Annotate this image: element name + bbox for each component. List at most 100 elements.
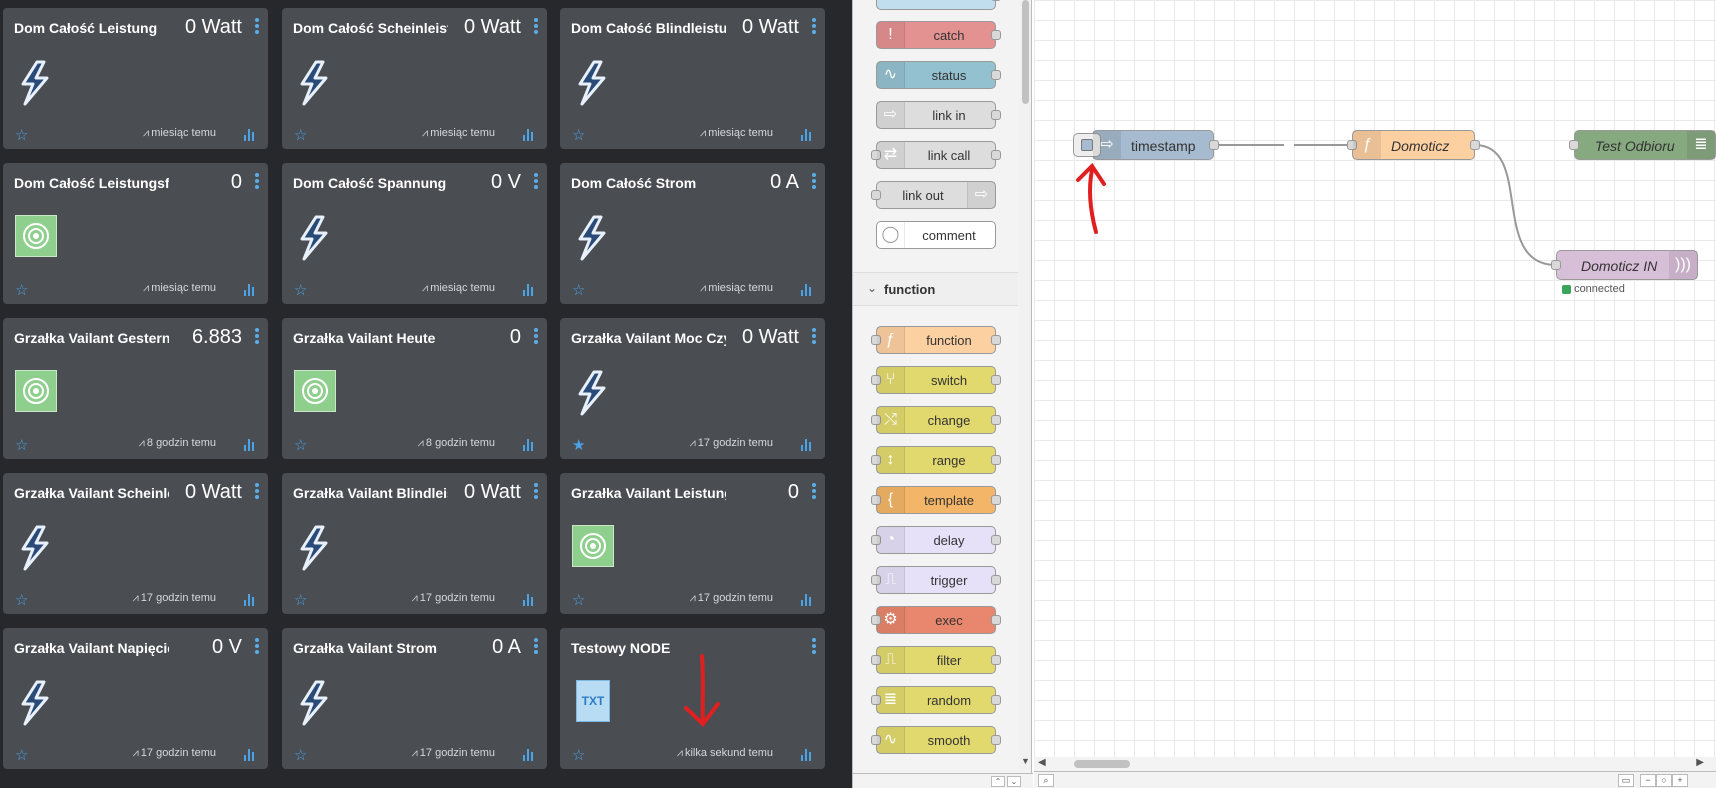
favorite-star-icon[interactable]: ☆ (294, 592, 308, 609)
palette-node-link-out[interactable]: ⇨link out (871, 181, 996, 209)
bar-chart-icon[interactable] (523, 439, 535, 451)
palette-node-template[interactable]: {template (871, 486, 1001, 514)
output-port[interactable] (1209, 140, 1219, 150)
favorite-star-icon[interactable]: ☆ (294, 437, 308, 454)
bar-chart-icon[interactable] (801, 594, 813, 606)
menu-dots-icon[interactable] (253, 483, 261, 501)
menu-dots-icon[interactable] (253, 638, 261, 656)
zoom-out-icon[interactable]: − (1640, 774, 1656, 787)
flow-workspace[interactable]: ⇨ timestamp ƒ Domoticz Test Odbioru ≣ Do… (1034, 0, 1716, 770)
device-tile[interactable]: Grzałka Vailant Blindleistung0 Watt☆⩘17 … (282, 473, 547, 614)
bar-chart-icon[interactable] (244, 749, 256, 761)
collapse-all-icon[interactable]: ⌃ (991, 776, 1005, 787)
device-tile[interactable]: Dom Całość Blindleistung0 Watt☆⩘miesiąc … (560, 8, 825, 149)
workspace-scrollbar-thumb[interactable] (1074, 760, 1130, 768)
bar-chart-icon[interactable] (523, 594, 535, 606)
menu-dots-icon[interactable] (532, 483, 540, 501)
palette-node-comment[interactable]: ◯comment (876, 221, 996, 249)
favorite-star-icon[interactable]: ☆ (294, 282, 308, 299)
menu-dots-icon[interactable] (253, 18, 261, 36)
palette-node-link-in[interactable]: ⇨link in (876, 101, 1001, 129)
menu-dots-icon[interactable] (253, 173, 261, 191)
inject-button[interactable] (1073, 133, 1101, 157)
target-icon[interactable] (15, 215, 61, 261)
workspace-horizontal-scrollbar[interactable]: ◀ ▶ (1034, 757, 1716, 771)
target-icon[interactable] (294, 370, 340, 416)
bar-chart-icon[interactable] (801, 129, 813, 141)
bar-chart-icon[interactable] (244, 129, 256, 141)
target-icon[interactable] (572, 525, 618, 571)
palette-node-range[interactable]: ↕range (871, 446, 1001, 474)
device-tile[interactable]: Dom Całość Leistungsfaktor0☆⩘miesiąc tem… (3, 163, 268, 304)
lightning-bolt-icon[interactable] (15, 525, 61, 571)
palette-node-change[interactable]: ⤭change (871, 406, 1001, 434)
lightning-bolt-icon[interactable] (572, 60, 618, 106)
favorite-star-icon[interactable]: ☆ (15, 592, 29, 609)
device-tile[interactable]: Dom Całość Scheinleistung0 Watt☆⩘miesiąc… (282, 8, 547, 149)
favorite-star-icon[interactable]: ★ (572, 437, 586, 454)
palette-node-delay[interactable]: ◔delay (871, 526, 1001, 554)
flow-node-mqtt-in[interactable]: Domoticz IN ))) (1551, 250, 1698, 280)
favorite-star-icon[interactable]: ☆ (15, 127, 29, 144)
bar-chart-icon[interactable] (244, 439, 256, 451)
scroll-down-icon[interactable]: ▼ (1021, 756, 1030, 766)
flow-node-function[interactable]: ƒ Domoticz (1347, 130, 1480, 160)
lightning-bolt-icon[interactable] (572, 215, 618, 261)
map-icon[interactable]: ▭ (1618, 774, 1634, 787)
output-port[interactable] (1470, 140, 1480, 150)
scroll-right-icon[interactable]: ▶ (1696, 757, 1704, 768)
palette-node-smooth[interactable]: ∿smooth (871, 726, 1001, 754)
flow-node-debug[interactable]: Test Odbioru ≣ (1569, 130, 1716, 160)
search-icon[interactable]: ⌕ (1038, 774, 1054, 787)
palette-node-filter[interactable]: ⎍filter (871, 646, 1001, 674)
lightning-bolt-icon[interactable] (294, 215, 340, 261)
lightning-bolt-icon[interactable] (15, 60, 61, 106)
device-tile[interactable]: Grzałka Vailant Scheinleistung0 Watt☆⩘17… (3, 473, 268, 614)
palette-node-trigger[interactable]: ⎍trigger (871, 566, 1001, 594)
menu-dots-icon[interactable] (532, 18, 540, 36)
palette-node-switch[interactable]: ⑂switch (871, 366, 1001, 394)
favorite-star-icon[interactable]: ☆ (15, 282, 29, 299)
bar-chart-icon[interactable] (801, 439, 813, 451)
palette-node-catch[interactable]: !catch (876, 21, 1001, 49)
favorite-star-icon[interactable]: ☆ (572, 592, 586, 609)
menu-dots-icon[interactable] (532, 328, 540, 346)
input-port[interactable] (1569, 140, 1579, 150)
bar-chart-icon[interactable] (523, 129, 535, 141)
palette-node-random[interactable]: ≣random (871, 686, 1001, 714)
menu-dots-icon[interactable] (810, 173, 818, 191)
palette-node-partial[interactable] (876, 0, 1001, 10)
bar-chart-icon[interactable] (801, 749, 813, 761)
bar-chart-icon[interactable] (244, 284, 256, 296)
favorite-star-icon[interactable]: ☆ (294, 127, 308, 144)
bar-chart-icon[interactable] (523, 749, 535, 761)
flow-node-inject[interactable]: ⇨ timestamp (1073, 130, 1219, 160)
palette-node-exec[interactable]: ⚙exec (871, 606, 1001, 634)
zoom-in-icon[interactable]: + (1672, 774, 1688, 787)
bar-chart-icon[interactable] (523, 284, 535, 296)
palette-node-link-call[interactable]: ⇄link call (871, 141, 1001, 169)
menu-dots-icon[interactable] (810, 483, 818, 501)
lightning-bolt-icon[interactable] (572, 370, 618, 416)
bar-chart-icon[interactable] (244, 594, 256, 606)
menu-dots-icon[interactable] (810, 638, 818, 656)
menu-dots-icon[interactable] (810, 328, 818, 346)
palette-section-function[interactable]: ⌄ function (853, 272, 1018, 306)
favorite-star-icon[interactable]: ☆ (294, 747, 308, 764)
menu-dots-icon[interactable] (253, 328, 261, 346)
lightning-bolt-icon[interactable] (294, 525, 340, 571)
favorite-star-icon[interactable]: ☆ (15, 747, 29, 764)
zoom-reset-icon[interactable]: ○ (1656, 774, 1672, 787)
txt-file-icon[interactable]: TXT (572, 680, 618, 726)
target-icon[interactable] (15, 370, 61, 416)
lightning-bolt-icon[interactable] (294, 680, 340, 726)
input-port[interactable] (1347, 140, 1357, 150)
favorite-star-icon[interactable]: ☆ (572, 282, 586, 299)
